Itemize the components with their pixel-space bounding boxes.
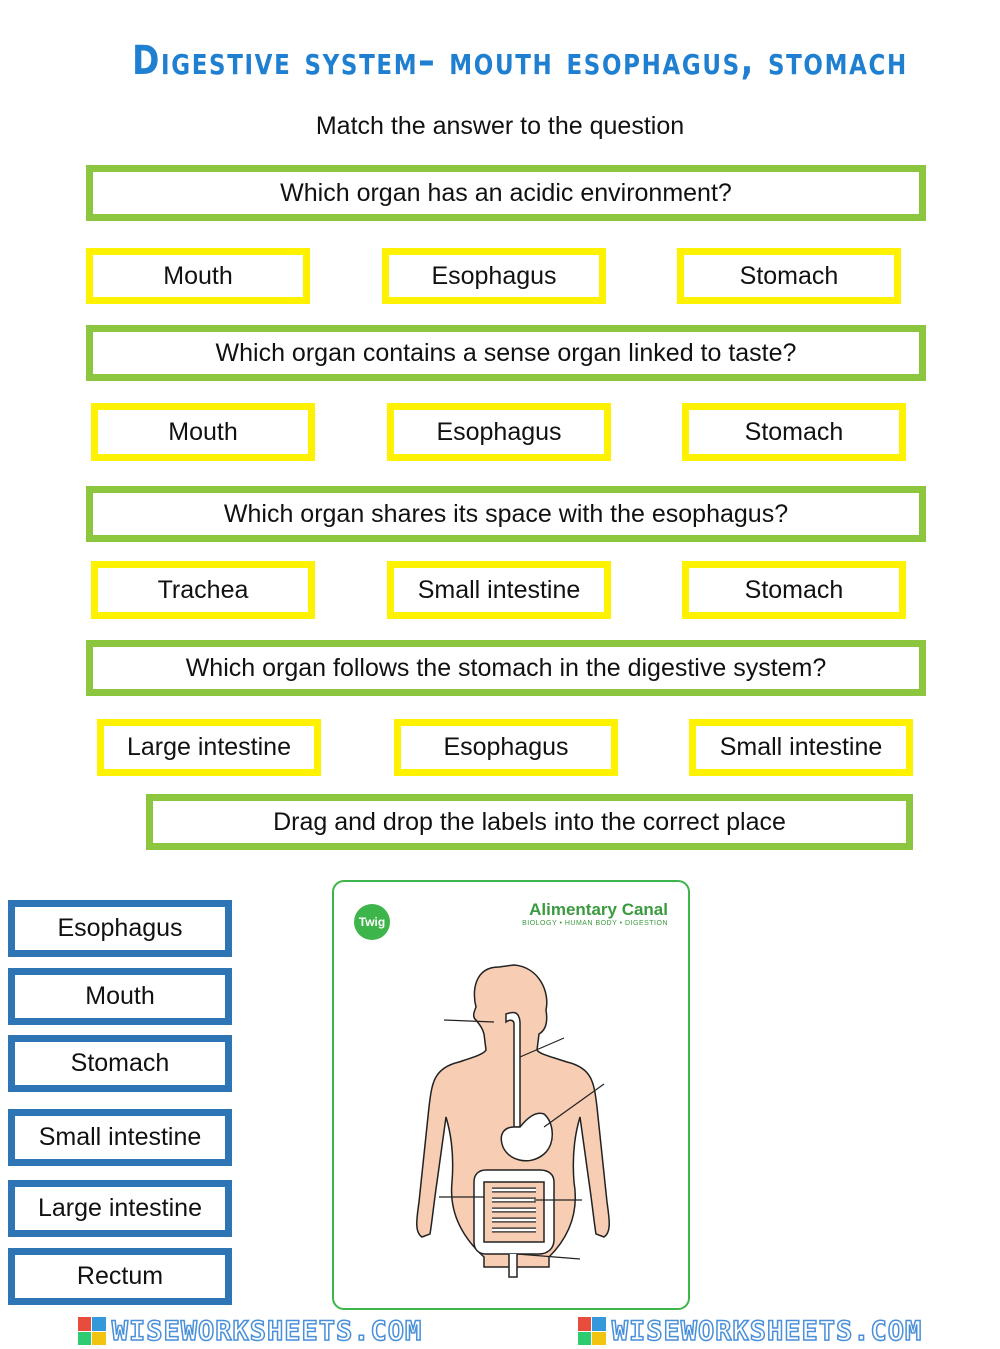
stomach-shape <box>500 1112 553 1162</box>
answer-option-1-3[interactable]: Stomach <box>677 248 901 304</box>
answer-option-3-1[interactable]: Trachea <box>91 561 315 619</box>
answer-option-2-3[interactable]: Stomach <box>682 403 906 461</box>
drag-instruction-box: Drag and drop the labels into the correc… <box>146 794 913 850</box>
footer-brand-1: WISEWORKSHEETS.COM <box>77 1315 423 1348</box>
drag-label-stomach[interactable]: Stomach <box>8 1035 232 1092</box>
answer-option-2-1[interactable]: Mouth <box>91 403 315 461</box>
answer-option-3-3[interactable]: Stomach <box>682 561 906 619</box>
twig-logo: Twig <box>354 904 390 940</box>
question-box-2: Which organ contains a sense organ linke… <box>86 325 926 381</box>
footer-brand-text: WISEWORKSHEETS.COM <box>611 1315 923 1348</box>
question-box-1: Which organ has an acidic environment? <box>86 165 926 221</box>
drag-label-large-intestine[interactable]: Large intestine <box>8 1180 232 1237</box>
answer-option-4-1[interactable]: Large intestine <box>97 719 321 776</box>
wiseworksheets-logo-icon <box>77 1317 106 1345</box>
wiseworksheets-logo-icon <box>577 1317 606 1345</box>
answer-option-1-2[interactable]: Esophagus <box>382 248 606 304</box>
answer-option-4-2[interactable]: Esophagus <box>394 719 618 776</box>
drag-label-esophagus[interactable]: Esophagus <box>8 900 232 957</box>
drag-label-rectum[interactable]: Rectum <box>8 1248 232 1305</box>
answer-option-4-3[interactable]: Small intestine <box>689 719 913 776</box>
answer-option-3-2[interactable]: Small intestine <box>387 561 611 619</box>
answer-option-2-2[interactable]: Esophagus <box>387 403 611 461</box>
alimentary-canal-diagram: Twig Alimentary Canal BIOLOGY • HUMAN BO… <box>332 880 690 1310</box>
page-title: Digestive system– mouth esophagus, stoma… <box>132 38 908 84</box>
question-box-3: Which organ shares its space with the es… <box>86 486 926 542</box>
footer-brand-text: WISEWORKSHEETS.COM <box>111 1315 423 1348</box>
body-illustration <box>416 964 610 1278</box>
instruction-text: Match the answer to the question <box>315 112 685 140</box>
footer-watermark: WISEWORKSHEETS.COM WISEWORKSHEETS.COM <box>0 1313 1000 1349</box>
answer-option-1-1[interactable]: Mouth <box>86 248 310 304</box>
rectum-shape <box>508 1254 518 1278</box>
drag-label-small-intestine[interactable]: Small intestine <box>8 1109 232 1166</box>
diagram-title: Alimentary Canal <box>529 900 668 919</box>
question-box-4: Which organ follows the stomach in the d… <box>86 640 926 696</box>
large-intestine-shape <box>473 1169 555 1255</box>
drag-label-mouth[interactable]: Mouth <box>8 968 232 1025</box>
diagram-subtitle: BIOLOGY • HUMAN BODY • DIGESTION <box>522 920 668 927</box>
body-silhouette <box>416 964 610 1268</box>
footer-brand-2: WISEWORKSHEETS.COM <box>577 1315 923 1348</box>
